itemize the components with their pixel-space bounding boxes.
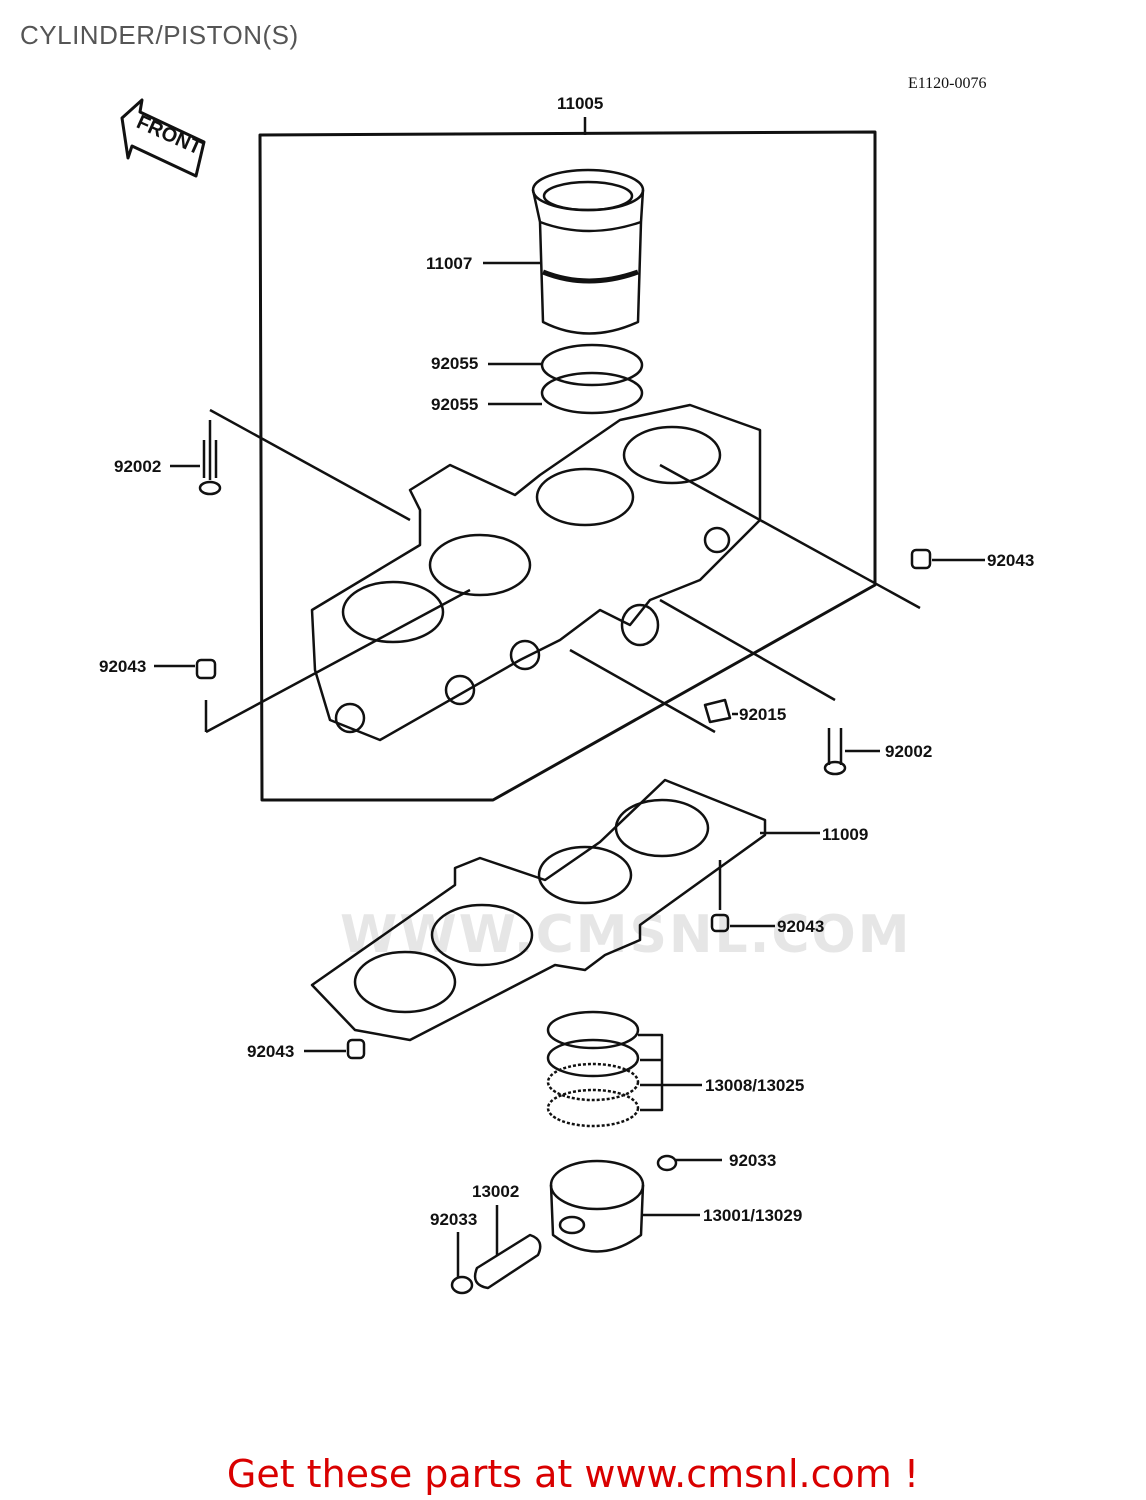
head-gasket [310, 778, 820, 1042]
dowel-pin-92043-left [154, 588, 471, 734]
assembly-bracket [258, 130, 877, 802]
bolt-92002-right [659, 598, 880, 776]
piston [549, 1159, 700, 1253]
circlip-92033-left [450, 1232, 474, 1295]
callout-92002-left: 92002 [114, 457, 162, 476]
front-arrow-icon: FRONT [120, 98, 206, 178]
callout-92043-right: 92043 [987, 551, 1035, 570]
callout-92043-gasket-left: 92043 [247, 1042, 295, 1061]
callout-92002-right: 92002 [885, 742, 933, 761]
dowel-pin-92043-gasket-right [710, 860, 775, 933]
bolt-92002-left [170, 408, 411, 522]
page-title: CYLINDER/PISTON(S) [20, 20, 299, 50]
callout-13002: 13002 [472, 1182, 520, 1201]
watermark-text: WWW.CMSNL.COM [340, 905, 912, 965]
dowel-pin-92043-right [659, 463, 985, 610]
callout-92043-gasket-right: 92043 [777, 917, 825, 936]
callout-92033-right: 92033 [729, 1151, 777, 1170]
callout-92033-left: 92033 [430, 1210, 478, 1229]
piston-pin [473, 1205, 542, 1290]
callout-92043-left: 92043 [99, 657, 147, 676]
diagram-code: E1120-0076 [908, 75, 987, 92]
callout-11009: 11009 [822, 825, 869, 844]
callout-13001-13029: 13001/13029 [703, 1206, 803, 1225]
footer-shop-link[interactable]: Get these parts at www.cmsnl.com ! [226, 1452, 920, 1496]
callout-13008-13025: 13008/13025 [705, 1076, 805, 1095]
cylinder-block [310, 403, 762, 742]
callout-92015: 92015 [739, 705, 787, 724]
callout-11005: 11005 [557, 94, 604, 113]
callout-92055-upper: 92055 [431, 354, 479, 373]
circlip-92033-right [656, 1154, 722, 1172]
callout-11007: 11007 [426, 254, 473, 273]
o-rings [488, 343, 644, 415]
piston-rings [546, 1010, 702, 1128]
dowel-pin-92043-gasket-left [304, 1038, 366, 1060]
plug-92015 [569, 648, 738, 734]
cylinder-sleeve [483, 168, 645, 335]
callout-92055-lower: 92055 [431, 395, 479, 414]
